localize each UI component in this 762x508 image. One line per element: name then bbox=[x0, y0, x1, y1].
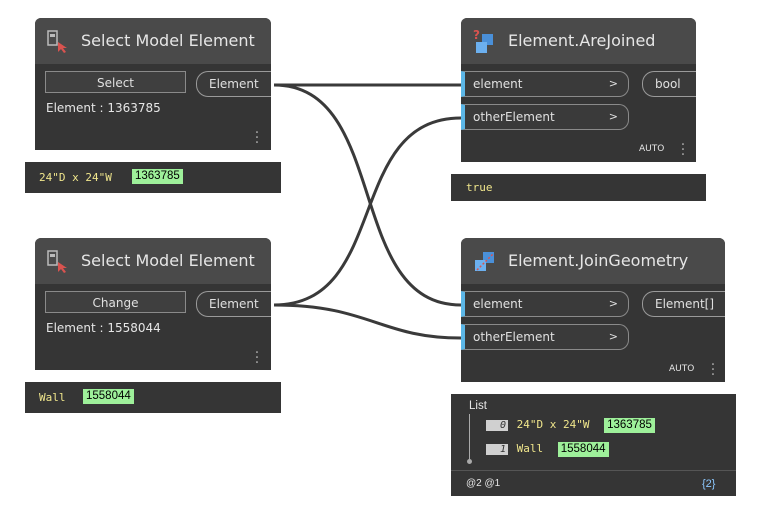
preview-bubble-select2: Wall 1558044 bbox=[25, 382, 281, 413]
list-item-index: 1 bbox=[486, 444, 508, 455]
input-port-element[interactable]: element > bbox=[461, 291, 629, 317]
svg-text:?: ? bbox=[473, 28, 480, 42]
input-port-otherelement[interactable]: otherElement > bbox=[461, 324, 629, 350]
node-menu-icon[interactable]: ··· bbox=[254, 345, 260, 371]
lacing-label: AUTO bbox=[669, 364, 695, 374]
change-button[interactable]: Change bbox=[45, 291, 186, 313]
node-menu-icon[interactable]: ··· bbox=[710, 357, 716, 383]
preview-element-id-badge: 1558044 bbox=[83, 389, 134, 404]
chevron-right-icon: > bbox=[608, 330, 618, 343]
wire-select2-to-joingeometry-otherelement[interactable] bbox=[273, 303, 462, 340]
list-tree-line bbox=[469, 414, 470, 462]
list-levels: @2 @1 bbox=[466, 478, 501, 489]
node-header[interactable]: Element.JoinGeometry bbox=[461, 238, 725, 284]
output-port-bool[interactable]: bool bbox=[642, 71, 696, 97]
list-item-index: 0 bbox=[486, 420, 508, 431]
wire-select1-to-joingeometry-element[interactable] bbox=[273, 83, 462, 307]
node-menu-icon[interactable]: ··· bbox=[680, 137, 686, 163]
preview-value: true bbox=[466, 181, 493, 194]
select-cursor-icon bbox=[47, 250, 67, 273]
lacing-label: AUTO bbox=[639, 144, 665, 154]
select-model-element-node-1[interactable]: Select Model Element Select Element Elem… bbox=[35, 18, 271, 150]
node-menu-icon[interactable]: ··· bbox=[254, 125, 260, 151]
select-model-element-node-2[interactable]: Select Model Element Change Element Elem… bbox=[35, 238, 271, 370]
list-header: List bbox=[469, 400, 487, 412]
element-arejoined-node[interactable]: ? Element.AreJoined element > otherEleme… bbox=[461, 18, 696, 162]
output-port-label: Element[] bbox=[655, 297, 715, 311]
list-item-id-badge: 1363785 bbox=[604, 418, 655, 433]
input-port-label: element bbox=[473, 297, 523, 311]
list-item-id-badge: 1558044 bbox=[557, 442, 609, 457]
join-geometry-icon bbox=[475, 252, 494, 271]
preview-bubble-joingeometry: List 0 24"D x 24"W 1363785 1 Wall 155804… bbox=[451, 394, 736, 496]
output-port-element[interactable]: Element bbox=[196, 71, 271, 97]
node-header[interactable]: Select Model Element bbox=[35, 18, 271, 64]
list-tree-node-icon bbox=[467, 459, 472, 464]
node-header[interactable]: Select Model Element bbox=[35, 238, 271, 284]
output-port-label: bool bbox=[655, 77, 681, 91]
input-port-label: otherElement bbox=[473, 330, 555, 344]
output-port-element[interactable]: Element bbox=[196, 291, 271, 317]
select-cursor-icon bbox=[47, 30, 67, 53]
output-port-element-list[interactable]: Element[] bbox=[642, 291, 725, 317]
chevron-right-icon: > bbox=[608, 77, 618, 90]
element-id-label: Element : 1558044 bbox=[46, 321, 161, 335]
element-joingeometry-node[interactable]: Element.JoinGeometry element > otherElem… bbox=[461, 238, 725, 382]
node-title: Select Model Element bbox=[81, 251, 255, 270]
preview-text: 24"D x 24"W bbox=[39, 171, 112, 184]
list-item: 1 Wall 1558044 bbox=[486, 442, 609, 457]
element-id-label: Element : 1363785 bbox=[46, 101, 161, 115]
are-joined-icon: ? bbox=[473, 28, 493, 53]
list-count: {2} bbox=[702, 478, 716, 490]
preview-bubble-select1: 24"D x 24"W 1363785 bbox=[25, 162, 281, 193]
list-item: 0 24"D x 24"W 1363785 bbox=[486, 418, 655, 433]
node-title: Element.JoinGeometry bbox=[508, 251, 689, 270]
node-title: Element.AreJoined bbox=[508, 31, 656, 50]
preview-text: Wall bbox=[39, 391, 66, 404]
input-port-element[interactable]: element > bbox=[461, 71, 629, 97]
list-item-text: Wall bbox=[516, 442, 544, 455]
node-header[interactable]: ? Element.AreJoined bbox=[461, 18, 696, 64]
preview-element-id-badge: 1363785 bbox=[132, 169, 183, 184]
output-port-label: Element bbox=[209, 77, 259, 91]
list-item-text: 24"D x 24"W bbox=[516, 418, 590, 431]
wire-select2-to-arejoined-otherelement[interactable] bbox=[273, 116, 462, 307]
select-button[interactable]: Select bbox=[45, 71, 186, 93]
chevron-right-icon: > bbox=[608, 297, 618, 310]
preview-footer-divider bbox=[451, 470, 736, 471]
chevron-right-icon: > bbox=[608, 110, 618, 123]
node-title: Select Model Element bbox=[81, 31, 255, 50]
input-port-label: element bbox=[473, 77, 523, 91]
output-port-label: Element bbox=[209, 297, 259, 311]
input-port-label: otherElement bbox=[473, 110, 555, 124]
input-port-otherelement[interactable]: otherElement > bbox=[461, 104, 629, 130]
preview-bubble-arejoined: true bbox=[451, 174, 706, 201]
